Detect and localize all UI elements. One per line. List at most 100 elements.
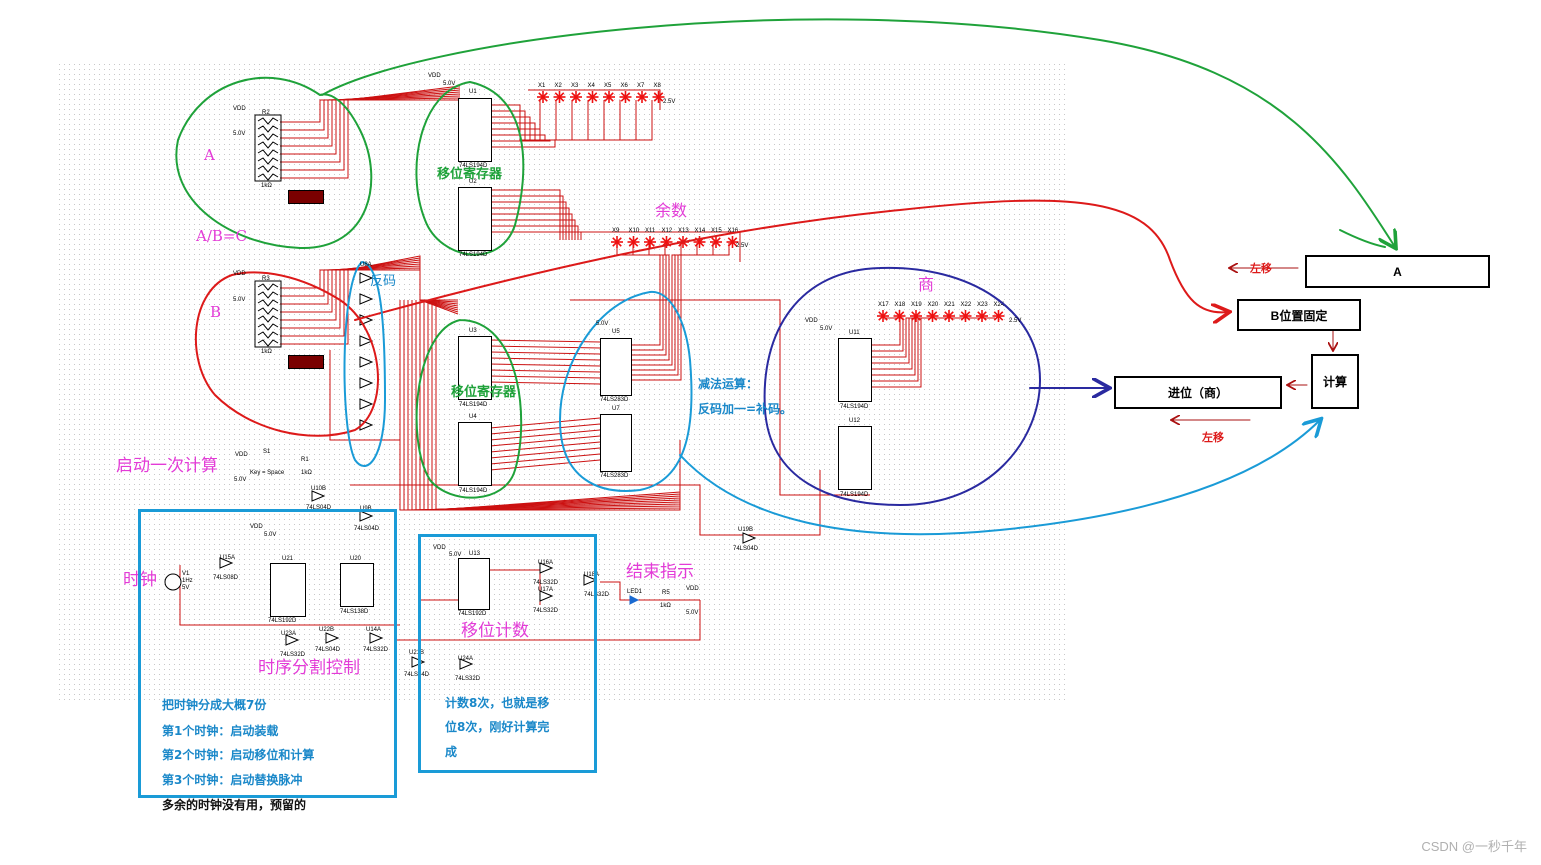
- label-b: B: [210, 303, 222, 321]
- vdd-label: 5.0V: [596, 321, 609, 327]
- vdd-label: VDD: [428, 73, 441, 79]
- probe-remainder-label: X11: [645, 228, 656, 234]
- gate-u17a-label: U17A: [538, 587, 554, 593]
- wire-b-bus: [280, 261, 459, 321]
- probe-ray: [964, 311, 971, 317]
- chip-u13-label: U13: [469, 551, 481, 557]
- clock-source: [164, 573, 182, 591]
- chip-part-label: 74LS192D: [458, 611, 487, 617]
- probe-remainder-label: X16: [728, 228, 739, 234]
- wire-remainder: [630, 243, 730, 381]
- wire-u2-out: [490, 195, 564, 240]
- wire-a-bus: [280, 85, 461, 179]
- box-a: A: [1305, 255, 1490, 288]
- gate-u14a-label: U14A: [366, 627, 382, 633]
- switch-key-label: Key = Space: [250, 470, 285, 476]
- vdd-label: VDD: [805, 318, 818, 324]
- resistor-zigzag: [257, 125, 279, 133]
- resistor-r5-label: R5: [662, 590, 670, 596]
- probe-ray: [558, 92, 565, 98]
- source-freq-label: 1Hz: [182, 578, 193, 584]
- gate-part-label: 74LS04D: [306, 505, 332, 511]
- wire-probe-bar: [528, 89, 661, 110]
- label-subtract-detail: 反码加一=补码。: [698, 402, 793, 416]
- voltage-label: 5.0V: [234, 477, 247, 483]
- gate-u23a-label: U23A: [281, 631, 297, 637]
- voltage-label: 5.0V: [233, 297, 246, 303]
- probe-ray: [882, 311, 888, 317]
- chip-u3-label: U3: [469, 328, 477, 334]
- wire-a-bus: [280, 91, 461, 155]
- resistor-r1-label: R1: [301, 457, 309, 463]
- wire-u4-u7: [489, 429, 601, 441]
- vdd-label: VDD: [686, 586, 699, 592]
- chip-u2-label: U2: [469, 179, 477, 185]
- probe-ray: [931, 311, 938, 317]
- gate-part-label: 74LS04D: [733, 546, 759, 552]
- wire-u3-u5: [489, 351, 601, 355]
- wire-u4-u7: [489, 441, 601, 453]
- probe-voltage-label: 2.5V: [1009, 318, 1022, 324]
- vdd-label: VDD: [233, 106, 246, 112]
- chip-u11: [838, 338, 872, 402]
- logic-gate: [219, 557, 234, 569]
- probe-top-label: X5: [604, 83, 612, 89]
- voltage-label: 5.0V: [233, 131, 246, 137]
- chip-u5-label: U5: [612, 329, 620, 335]
- probe-quotient-label: X20: [928, 302, 939, 308]
- probe-ray: [591, 92, 598, 98]
- chip-u21: [270, 563, 306, 617]
- wire-a-bus: [280, 99, 460, 123]
- probe-remainder-label: X10: [629, 228, 640, 234]
- probe-top-label: X2: [555, 83, 563, 89]
- gate-u8a-label: U8A: [360, 262, 372, 268]
- logic-gate: [742, 532, 757, 544]
- inverter-gate: [359, 398, 374, 410]
- dip-switch-b: [288, 355, 324, 369]
- probe-top-label: X7: [637, 83, 645, 89]
- wire-u3-u5: [489, 375, 601, 379]
- logic-gate: [539, 590, 554, 602]
- wire-probe-top: [490, 100, 557, 141]
- count-note-line: 位8次，刚好计算完: [445, 720, 550, 734]
- source-amp-label: 5V: [182, 585, 190, 591]
- probe-voltage-label: 2.5V: [663, 99, 676, 105]
- wire-bus-lower: [435, 300, 681, 511]
- chip-u5: [600, 338, 632, 396]
- probe-ray: [981, 311, 987, 317]
- box-carry-quotient: 进位（商）: [1114, 376, 1282, 409]
- resistor-value-label: 1kΩ: [261, 183, 272, 189]
- probe-ray: [616, 237, 622, 243]
- wire-u2-out: [490, 207, 570, 240]
- wire-u4-u7: [489, 423, 601, 435]
- resistor-zigzag: [257, 173, 279, 181]
- chip-part-label: 74LS138D: [340, 609, 369, 615]
- logic-gate: [539, 562, 554, 574]
- resistor-zigzag: [257, 291, 279, 299]
- gate-part-label: 74LS04D: [315, 647, 341, 653]
- resistor-zigzag: [257, 165, 279, 173]
- wire-remainder: [630, 243, 667, 356]
- voltage-label: 5.0V: [686, 610, 699, 616]
- gate-part-label: 74LS32D: [533, 580, 559, 586]
- circle-subtract: [558, 290, 693, 492]
- gate-part-label: 74LS32D: [533, 608, 559, 614]
- logic-gate: [369, 632, 384, 644]
- chip-u4-label: U4: [469, 414, 477, 420]
- chip-u7: [600, 414, 632, 472]
- wire-a-bus: [280, 95, 461, 139]
- chip-part-label: 74LS283D: [600, 397, 629, 403]
- circle-shift-top: [415, 81, 525, 256]
- probe-ray: [731, 237, 738, 243]
- timing-note-box: [138, 509, 397, 798]
- chip-part-label: 74LS194D: [459, 252, 488, 258]
- wire-a-bus: [280, 87, 461, 171]
- probe-top-label: X3: [571, 83, 579, 89]
- wire-u2-out: [490, 219, 576, 240]
- logic-gate: [285, 634, 300, 646]
- timing-note-line: 第1个时钟：启动装载: [162, 724, 279, 738]
- resistor-value-label: 1kΩ: [301, 470, 312, 476]
- wire-u4-u7: [489, 447, 601, 459]
- chip-u1: [458, 98, 492, 162]
- chip-part-label: 74LS192D: [268, 618, 297, 624]
